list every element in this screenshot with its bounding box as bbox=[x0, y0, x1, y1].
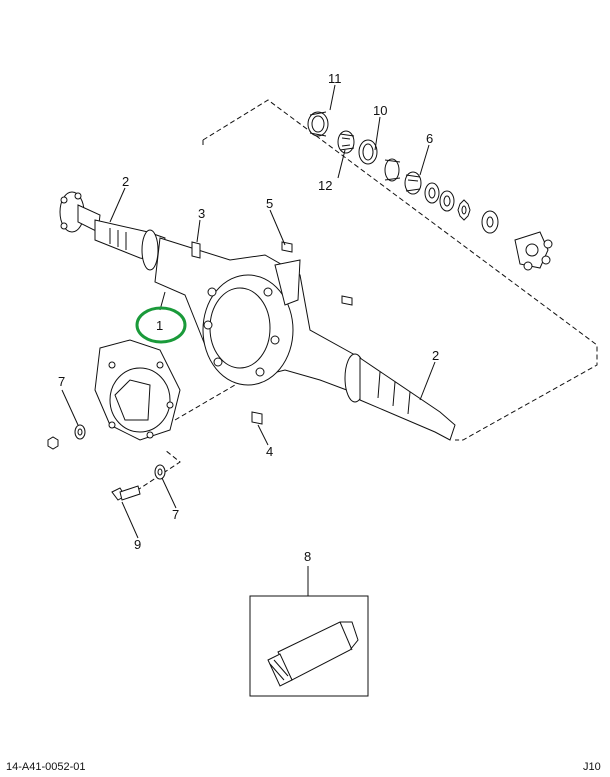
differential-carrier bbox=[94, 339, 181, 441]
callout-3: 3 bbox=[198, 206, 205, 221]
callout-7-right: 7 bbox=[172, 507, 179, 522]
sealant-tube-box bbox=[249, 595, 369, 697]
lock-washer bbox=[457, 199, 471, 221]
axle-housing-left-tube bbox=[94, 219, 166, 271]
yoke-flange-left bbox=[59, 191, 101, 233]
washer-7-left bbox=[74, 424, 86, 440]
callout-6: 6 bbox=[426, 131, 433, 146]
nut bbox=[439, 190, 455, 212]
callout-10: 10 bbox=[373, 103, 387, 118]
spacer-ring bbox=[384, 158, 401, 182]
callout-11: 11 bbox=[328, 71, 342, 86]
callout-12: 12 bbox=[318, 178, 332, 193]
callout-9: 9 bbox=[134, 537, 141, 552]
callout-5: 5 bbox=[266, 196, 273, 211]
bolt-alignment-line bbox=[129, 449, 181, 496]
drain-plug-4 bbox=[251, 411, 263, 425]
bearing-cup-11 bbox=[307, 111, 329, 137]
callout-2-left: 2 bbox=[122, 174, 129, 189]
nut-left bbox=[47, 436, 59, 450]
bolt-9 bbox=[111, 485, 141, 501]
bearing-cup-10 bbox=[358, 139, 378, 165]
axle-housing-right-tube bbox=[344, 353, 456, 441]
axle-housing bbox=[154, 237, 356, 393]
callout-4: 4 bbox=[266, 444, 273, 459]
sheet-id: J10 bbox=[583, 761, 601, 773]
carrier-alignment-line bbox=[174, 384, 236, 421]
bearing-cone-6 bbox=[404, 171, 422, 195]
callout-7-left: 7 bbox=[58, 374, 65, 389]
breather-fitting-3 bbox=[191, 241, 201, 259]
callout-8: 8 bbox=[304, 549, 311, 564]
bearing-cone-12 bbox=[337, 130, 355, 154]
yoke-flange-right bbox=[514, 231, 553, 271]
plug-5 bbox=[281, 241, 293, 253]
drawing-number: 14-A41-0052-01 bbox=[6, 761, 86, 773]
highlight-ring bbox=[135, 306, 187, 344]
callout-2-right: 2 bbox=[432, 348, 439, 363]
leader-lines bbox=[61, 84, 436, 596]
exploded-view-boundary bbox=[202, 99, 598, 441]
washer bbox=[424, 182, 440, 204]
callout-1: 1 bbox=[156, 318, 163, 333]
washer-7-right bbox=[154, 464, 166, 480]
jam-nut bbox=[481, 210, 499, 234]
plug-upper bbox=[341, 295, 353, 306]
